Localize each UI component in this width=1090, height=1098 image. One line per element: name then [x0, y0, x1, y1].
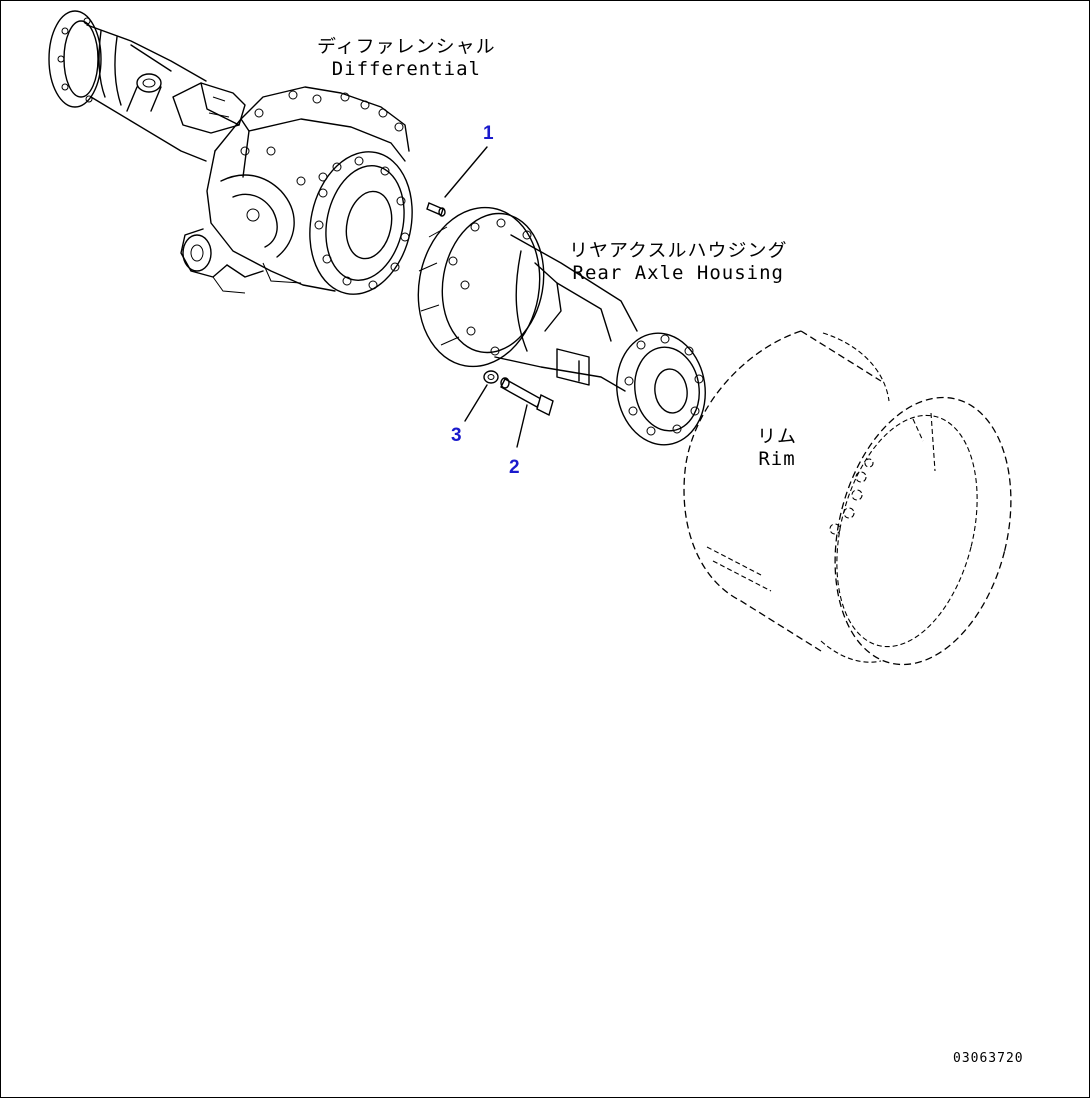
bolt-part — [500, 377, 554, 448]
rim-drawing — [683, 330, 1012, 666]
differential-drawing — [48, 10, 413, 295]
rim-label: リム Rim — [757, 427, 797, 471]
rim-label-jp: リム — [757, 426, 798, 448]
differential-label: ディファレンシャル Differential — [317, 37, 496, 81]
rear-axle-housing-drawing — [417, 206, 706, 446]
callout-1[interactable]: 1 — [483, 123, 494, 144]
rear-axle-housing-label-en: Rear Axle Housing — [572, 261, 784, 284]
differential-label-en: Differential — [331, 57, 481, 80]
rim-label-en: Rim — [758, 447, 796, 470]
pin-part — [426, 146, 488, 217]
washer-part — [464, 370, 499, 422]
drawing-code: 03063720 — [953, 1051, 1024, 1066]
rear-axle-housing-label: リヤアクスルハウジング Rear Axle Housing — [569, 241, 787, 285]
callout-3[interactable]: 3 — [451, 425, 462, 446]
rear-axle-housing-label-jp: リヤアクスルハウジング — [569, 240, 788, 262]
differential-label-jp: ディファレンシャル — [317, 36, 496, 58]
callout-2[interactable]: 2 — [509, 457, 520, 478]
